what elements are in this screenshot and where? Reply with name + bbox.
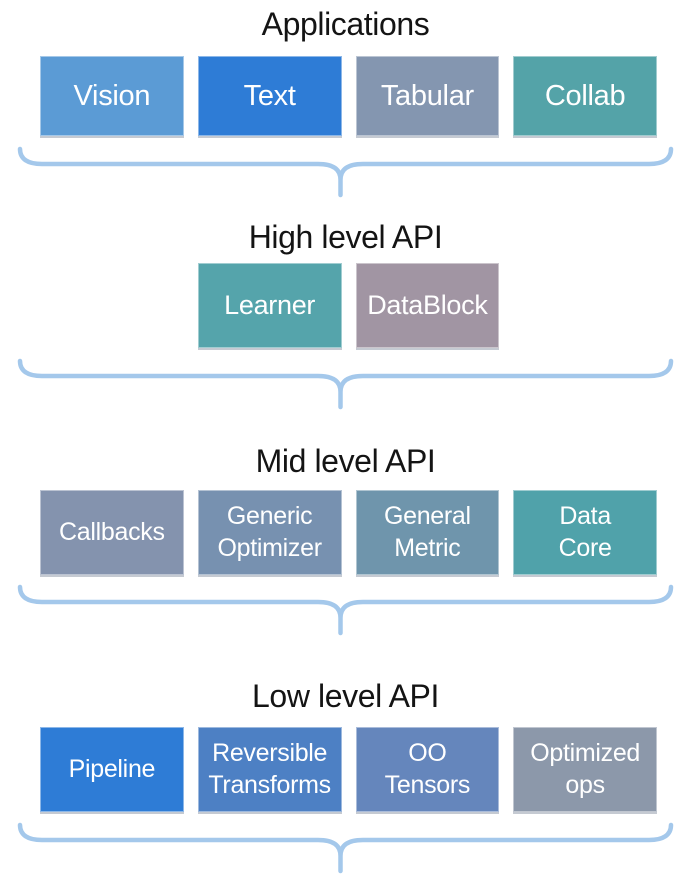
box-text: Text <box>197 56 342 136</box>
box-label: Generic Optimizer <box>217 502 322 562</box>
layer-title: Mid level API <box>255 443 436 479</box>
box-label: Learner <box>224 290 316 321</box>
underbrace-icon <box>17 358 674 410</box>
layer-title: Applications <box>261 6 430 42</box>
box-pipeline: Pipeline <box>40 727 184 812</box>
box-collab: Collab <box>513 56 657 136</box>
layer-title: Low level API <box>252 678 439 714</box>
underbrace-icon <box>17 822 674 874</box>
box-label: Vision <box>73 79 151 112</box>
box-label: Pipeline <box>68 754 156 783</box>
underbrace-icon <box>17 584 674 636</box>
box-data-core: Data Core <box>513 490 657 575</box>
layer-mid-level-api: Mid level API Callbacks Generic Optimize… <box>0 439 691 636</box>
low-level-box-row: Pipeline Reversible Transforms OO Tensor… <box>0 727 691 812</box>
box-oo-tensors: OO Tensors <box>355 727 500 812</box>
box-label: Text <box>243 79 296 112</box>
layer-applications: Applications Vision Text Tabular Collab <box>0 2 691 198</box>
layer-title: High level API <box>248 219 443 255</box>
box-optimized-ops: Optimized ops <box>513 727 657 812</box>
layer-low-level-api: Low level API Pipeline Reversible Transf… <box>0 674 691 874</box>
box-label: Data Core <box>558 502 612 562</box>
box-label: Tabular <box>380 79 474 112</box>
box-vision: Vision <box>40 56 184 136</box>
box-reversible-transforms: Reversible Transforms <box>197 727 342 812</box>
box-label: General Metric <box>383 502 471 562</box>
box-callbacks: Callbacks <box>40 490 184 575</box>
box-learner: Learner <box>197 263 342 348</box>
box-label: OO Tensors <box>384 739 471 799</box>
box-label: Reversible Transforms <box>208 739 331 799</box>
box-label: DataBlock <box>367 290 488 321</box>
mid-level-box-row: Callbacks Generic Optimizer General Metr… <box>0 490 691 575</box>
box-tabular: Tabular <box>355 56 500 136</box>
box-datablock: DataBlock <box>355 263 500 348</box>
box-label: Optimized ops <box>530 739 641 799</box>
box-label: Callbacks <box>59 517 165 546</box>
applications-box-row: Vision Text Tabular Collab <box>0 56 691 136</box>
high-level-box-row: Learner DataBlock <box>0 263 691 348</box>
box-label: Collab <box>544 79 626 112</box>
box-general-metric: General Metric <box>355 490 500 575</box>
layer-high-level-api: High level API Learner DataBlock <box>0 215 691 410</box>
box-generic-optimizer: Generic Optimizer <box>197 490 342 575</box>
underbrace-icon <box>17 146 674 198</box>
